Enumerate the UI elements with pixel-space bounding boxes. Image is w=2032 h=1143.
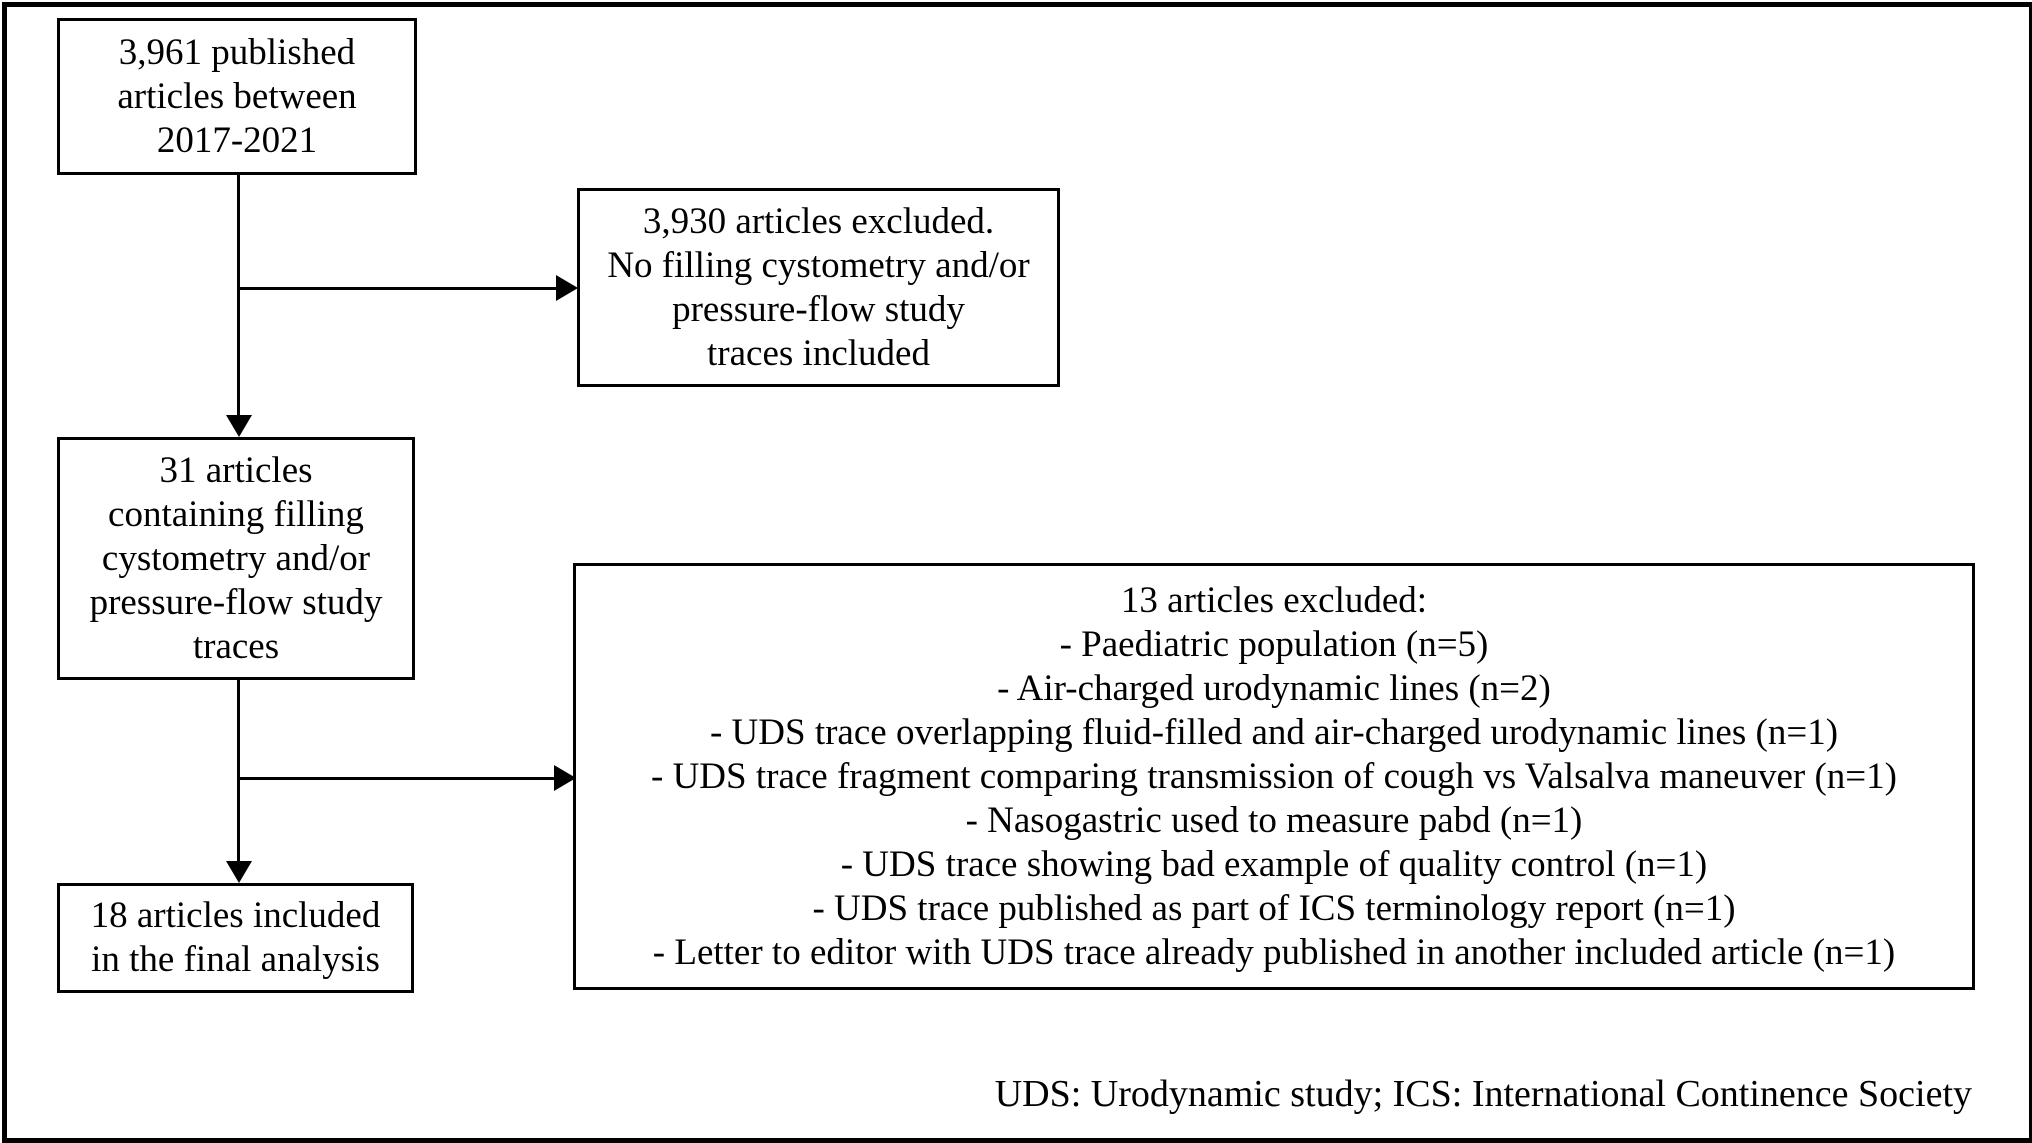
box-published-articles: 3,961 published articles between 2017-20…	[57, 18, 417, 175]
connector-branch-to-excluded-first	[237, 287, 557, 290]
exclusion-list-item: - Paediatric population (n=5)	[1059, 623, 1489, 665]
exclusion-list-item: - Nasogastric used to measure pabd (n=1)	[965, 799, 1583, 841]
exclusion-list-item: - UDS trace fragment comparing transmiss…	[651, 755, 1897, 797]
box-excluded-detailed: 13 articles excluded: - Paediatric popul…	[573, 563, 1975, 990]
connector-branch-to-excluded-second	[237, 777, 555, 780]
connector-traces-to-final	[237, 678, 240, 863]
box-articles-with-traces: 31 articles containing filling cystometr…	[57, 437, 415, 680]
exclusion-list-item: - UDS trace published as part of ICS ter…	[812, 887, 1736, 929]
exclusion-list-item: - Air-charged urodynamic lines (n=2)	[997, 667, 1551, 709]
connector-published-to-traces	[237, 175, 240, 417]
arrow-right-icon	[554, 765, 576, 791]
exclusion-list-item: - UDS trace showing bad example of quali…	[840, 843, 1708, 885]
exclusion-list-title: 13 articles excluded:	[1120, 579, 1428, 621]
box-final-analysis: 18 articles included in the final analys…	[57, 883, 414, 993]
exclusion-list-item: - Letter to editor with UDS trace alread…	[652, 931, 1896, 973]
arrow-down-icon	[226, 861, 252, 883]
arrow-down-icon	[226, 415, 252, 437]
abbreviations-footnote: UDS: Urodynamic study; ICS: Internationa…	[994, 1073, 1972, 1115]
arrow-right-icon	[556, 275, 578, 301]
box-excluded-no-traces: 3,930 articles excluded. No filling cyst…	[577, 188, 1060, 387]
exclusion-list-item: - UDS trace overlapping fluid-filled and…	[709, 711, 1839, 753]
